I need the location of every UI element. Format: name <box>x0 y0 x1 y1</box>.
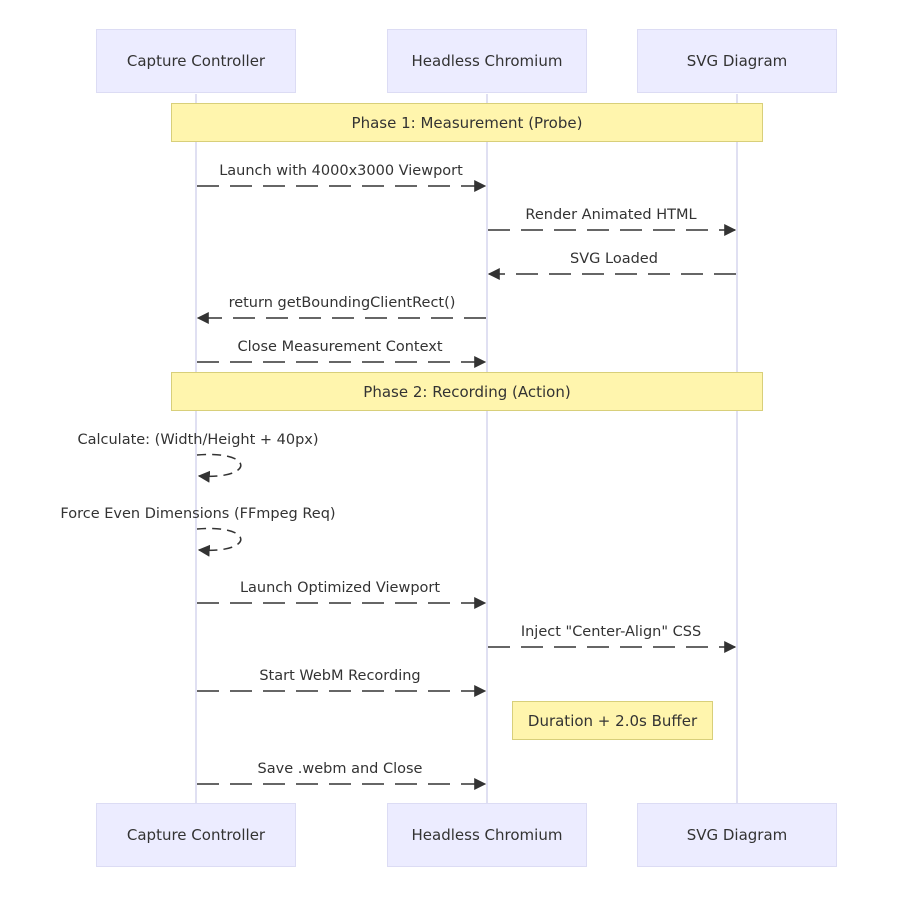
self-loop-arrow-2 <box>196 527 242 557</box>
participant-top-controller: Capture Controller <box>96 29 296 93</box>
phase-label: Phase 2: Recording (Action) <box>363 382 571 401</box>
phase-label: Phase 1: Measurement (Probe) <box>351 113 583 132</box>
participant-top-svg: SVG Diagram <box>637 29 837 93</box>
message-label-1: Launch with 4000x3000 Viewport <box>219 163 463 179</box>
phase-1-note: Phase 1: Measurement (Probe) <box>171 103 763 142</box>
self-message-label-2: Force Even Dimensions (FFmpeg Req) <box>60 506 336 522</box>
participant-bottom-controller: Capture Controller <box>96 803 296 867</box>
participant-label: SVG Diagram <box>686 826 788 844</box>
participant-label: Headless Chromium <box>411 52 563 70</box>
message-label-2: Render Animated HTML <box>525 207 697 223</box>
message-label-4: return getBoundingClientRect() <box>228 295 456 311</box>
phase-2-note: Phase 2: Recording (Action) <box>171 372 763 411</box>
note-label: Duration + 2.0s Buffer <box>527 711 698 730</box>
message-label-5: Close Measurement Context <box>237 339 443 355</box>
message-label-3: SVG Loaded <box>570 251 658 267</box>
participant-label: Capture Controller <box>126 52 266 70</box>
message-label-10: Start WebM Recording <box>259 668 421 684</box>
participant-top-chromium: Headless Chromium <box>387 29 587 93</box>
message-label-8: Launch Optimized Viewport <box>239 580 441 596</box>
self-message-label-1: Calculate: (Width/Height + 40px) <box>77 432 319 448</box>
duration-note: Duration + 2.0s Buffer <box>512 701 713 740</box>
message-label-11: Save .webm and Close <box>257 761 423 777</box>
participant-label: SVG Diagram <box>686 52 788 70</box>
participant-bottom-chromium: Headless Chromium <box>387 803 587 867</box>
participant-label: Headless Chromium <box>411 826 563 844</box>
message-label-9: Inject "Center-Align" CSS <box>520 624 702 640</box>
participant-label: Capture Controller <box>126 826 266 844</box>
self-loop-arrow-1 <box>196 453 242 483</box>
participant-bottom-svg: SVG Diagram <box>637 803 837 867</box>
